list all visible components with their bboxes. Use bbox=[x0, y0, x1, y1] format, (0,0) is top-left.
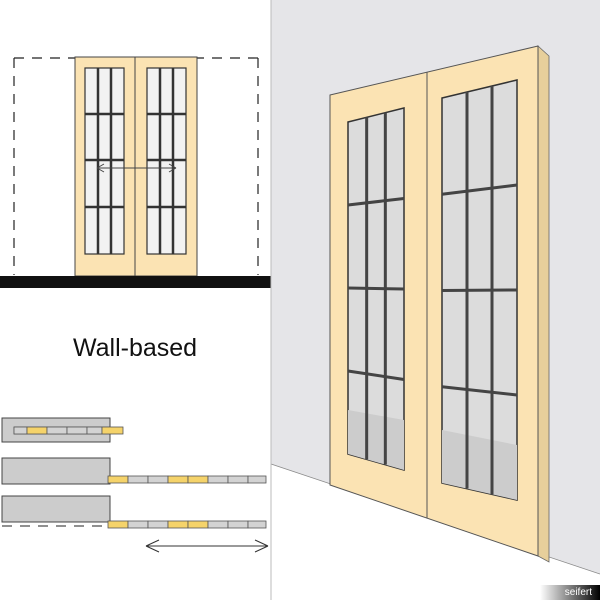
panel-segment-highlight bbox=[187, 520, 209, 529]
panel-segment bbox=[207, 475, 229, 484]
panel-segment-highlight bbox=[26, 426, 48, 435]
muntin-horizontal bbox=[441, 183, 518, 196]
panel-segment-highlight bbox=[187, 475, 209, 484]
panel-segment bbox=[227, 520, 249, 529]
door-side-edge bbox=[537, 45, 550, 563]
plan-wall-2 bbox=[1, 457, 111, 485]
elevation-view bbox=[0, 56, 271, 288]
panel-segment bbox=[86, 426, 103, 435]
panel-segment bbox=[147, 520, 169, 529]
plan-panels-row-2 bbox=[107, 475, 267, 484]
left-glass-reflection bbox=[348, 410, 404, 470]
panel-segment bbox=[46, 426, 68, 435]
muntin-horizontal bbox=[441, 385, 518, 397]
muntin-horizontal bbox=[441, 288, 518, 292]
panel-segment bbox=[247, 520, 267, 529]
panel-segment bbox=[127, 475, 149, 484]
elevation-muntins bbox=[85, 68, 186, 254]
muntin-horizontal bbox=[347, 197, 405, 207]
diagram-caption: Wall-based bbox=[72, 334, 198, 362]
muntin-horizontal bbox=[347, 369, 405, 381]
right-glass-reflection bbox=[442, 430, 517, 500]
panel-segment bbox=[147, 475, 169, 484]
plan-panels-row-1 bbox=[13, 426, 124, 435]
perspective-muntins bbox=[347, 86, 518, 495]
slide-arrowheads bbox=[145, 539, 269, 553]
panel-segment bbox=[227, 475, 249, 484]
panel-segment bbox=[247, 475, 267, 484]
perspective-view bbox=[270, 0, 600, 600]
floor-surface bbox=[271, 464, 600, 600]
panel-segment bbox=[13, 426, 28, 435]
plan-wall-3 bbox=[1, 495, 111, 523]
author-credit: seifert bbox=[564, 587, 592, 598]
panel-segment-highlight bbox=[167, 520, 189, 529]
panel-segment bbox=[207, 520, 229, 529]
panel-segment bbox=[66, 426, 88, 435]
panel-segment-highlight bbox=[107, 520, 129, 529]
panel-segment-highlight bbox=[101, 426, 124, 435]
muntin-horizontal bbox=[347, 286, 405, 291]
plan-view bbox=[1, 417, 269, 553]
plan-panels-row-3 bbox=[107, 520, 267, 529]
credit-bar bbox=[540, 585, 600, 600]
panel-segment-highlight bbox=[167, 475, 189, 484]
swing-arrowheads bbox=[96, 163, 177, 173]
panel-segment bbox=[127, 520, 149, 529]
panel-segment-highlight bbox=[107, 475, 129, 484]
floor-slab bbox=[0, 276, 271, 288]
